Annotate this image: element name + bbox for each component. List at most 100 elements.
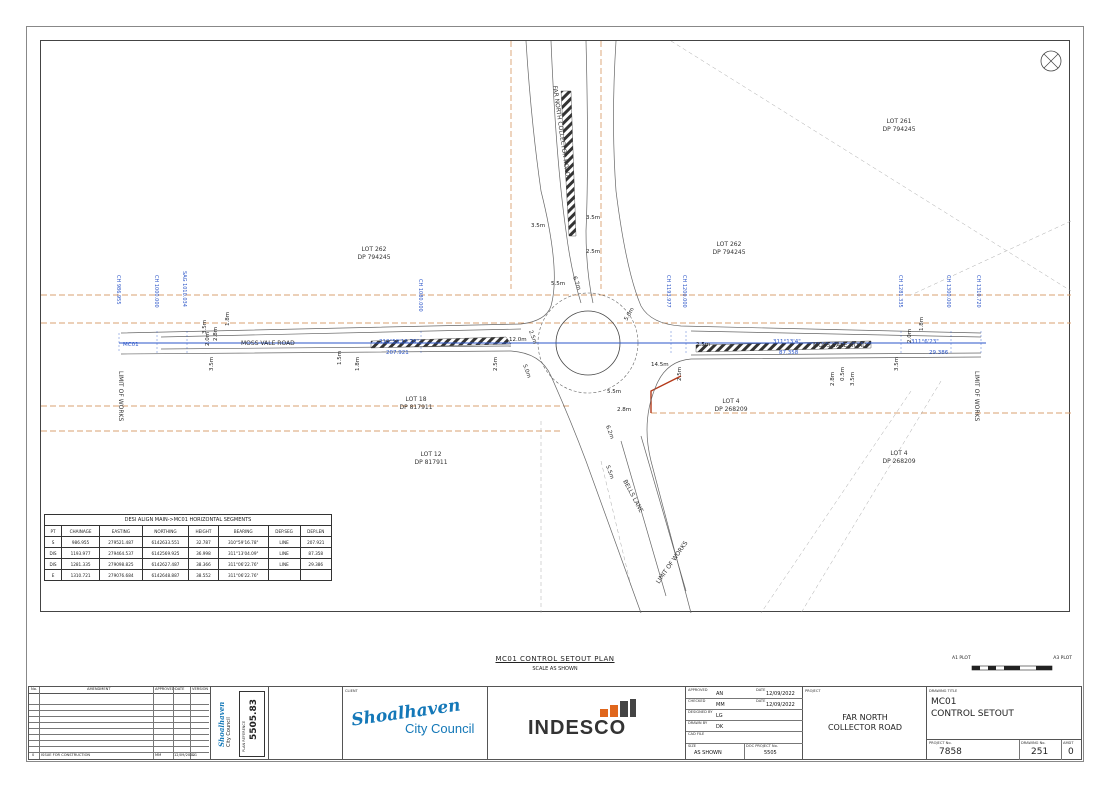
dim-label: 3.5m	[202, 320, 208, 334]
chainage-ticks	[118, 331, 982, 355]
dim-label: 2.8m	[213, 327, 219, 341]
dim-label: 14.5m	[651, 362, 669, 368]
stamp-logo: Shoalhaven City Council	[217, 695, 232, 747]
dim-label: 2.5m	[696, 342, 710, 348]
dim-label: 2.0m	[907, 329, 913, 343]
chainage-label: CH 1281.335	[897, 275, 903, 308]
approved-by: AN	[716, 691, 724, 697]
amend-approved: MM	[155, 753, 162, 757]
table-cell: DIS	[43, 547, 63, 559]
scale-a3-label: A3 PLOT	[1053, 656, 1072, 661]
dim-label: 1.8m	[355, 357, 361, 371]
size-label: SIZE	[688, 744, 697, 748]
drawing-no: 251	[1031, 747, 1049, 757]
lot-label: LOT 261	[887, 118, 912, 125]
lot-label: LOT 4	[722, 398, 739, 405]
table-cell: 6142627.487	[141, 558, 190, 570]
plan-reference-label: PLAN REFERENCE	[242, 720, 246, 752]
amend-header: DATE	[175, 687, 185, 691]
table-header: PT	[43, 525, 63, 537]
dim-label: 3.5m	[586, 215, 600, 221]
plan-reference-box: PLAN REFERENCE 5505.83	[239, 691, 265, 757]
property-boundaries	[41, 41, 1071, 432]
dim-label: 3.5m	[894, 357, 900, 371]
stamp-logo-line2: City Council	[226, 717, 232, 747]
table-cell: 6142569.925	[141, 547, 190, 559]
plan-reference-number: 5505.83	[249, 699, 259, 740]
chainage-label: SAG 1010.034	[181, 271, 187, 307]
lot-label: LOT 12	[420, 451, 441, 458]
table-cell: 6142633.551	[141, 536, 190, 548]
road-name-moss-vale-west: MOSS VALE ROAD	[241, 340, 295, 347]
lot-dp: DP 794245	[882, 126, 915, 133]
cad-file-label: CAD FILE	[688, 732, 705, 736]
median-north-hatch	[560, 90, 577, 237]
amend-date: 12/09/2022	[174, 753, 195, 757]
checked-date-label: DATE	[756, 699, 766, 703]
dim-label: 12.0m	[509, 337, 527, 343]
amend-version: LG	[192, 753, 197, 757]
dim-label: 2.5m	[493, 357, 499, 371]
drawing-title-line2: CONTROL SETOUT	[931, 709, 1014, 719]
dim-label: 1.8m	[919, 317, 925, 331]
alignment-bearing: 310°59'16.78"	[379, 339, 419, 345]
table-cell: 279464.537	[99, 547, 143, 559]
table-cell: 87.358	[299, 547, 332, 559]
chainage-label: CH 1300.000	[945, 275, 951, 308]
dim-label: 5.0m	[521, 364, 531, 379]
drawing-no-label: DRAWING No.	[1021, 741, 1046, 745]
table-cell: 32.787	[188, 536, 219, 548]
table-cell: 36.998	[188, 547, 219, 559]
drawing-sheet	[26, 26, 1084, 762]
alignment-bearing: 311°13'4"	[773, 339, 801, 345]
table-cell: 1310.721	[61, 569, 101, 581]
blank-panel	[269, 687, 343, 759]
lot-label: LOT 262	[362, 246, 387, 253]
alignment-bearing: 311°6'23"	[911, 339, 939, 345]
checked-date: 12/09/2022	[766, 702, 795, 708]
table-cell: LINE	[267, 558, 301, 570]
dim-label: 6.7m	[571, 276, 581, 291]
drawing-title-panel: DRAWING TITLE MC01 CONTROL SETOUT PROJEC…	[927, 687, 1081, 760]
table-header: DEP.LEN	[299, 525, 332, 537]
chainage-label: CH 1200.000	[681, 275, 687, 308]
amend-desc: ISSUE FOR CONSTRUCTION	[41, 753, 91, 757]
designed-by: LG	[716, 713, 723, 719]
dim-label: 1.5m	[337, 351, 343, 365]
lot-dp: DP 794245	[712, 249, 745, 256]
table-header: BEARING	[217, 525, 269, 537]
council-stamp: Shoalhaven City Council PLAN REFERENCE 5…	[211, 687, 269, 759]
table-cell: 311°06'22.76"	[217, 558, 269, 570]
chainage-labels: CH 986.955 CH 1000.000 SAG 1010.034 CH 1…	[115, 271, 981, 312]
median-west-hatch	[370, 336, 512, 349]
drawing-title-line1: MC01	[931, 697, 957, 707]
table-header: HEIGHT	[188, 525, 219, 537]
amdt-label: AMDT	[1063, 741, 1074, 745]
amdt-value: 0	[1068, 747, 1074, 757]
dim-label: 5.5m	[607, 389, 621, 395]
checked-label: CHECKED	[688, 699, 706, 703]
lot-dp: DP 817911	[414, 459, 447, 466]
road-name-bells-lane: BELLS LANE	[621, 479, 644, 514]
drawing-viewport: FAR NORTH COLLECTOR ROAD MOSS VALE ROAD …	[40, 40, 1072, 614]
plan-title-scale: SCALE AS SHOWN	[532, 666, 578, 672]
drawing-title-label: DRAWING TITLE	[929, 689, 958, 693]
chainage-label: CH 1310.720	[975, 275, 981, 308]
table-cell: 279076.684	[99, 569, 143, 581]
lot-dp: DP 268209	[882, 458, 915, 465]
approved-label: APPROVED	[688, 688, 708, 692]
easement-lines	[540, 40, 1072, 614]
chainage-label: CH 1080.000	[417, 279, 423, 312]
lot-dp: DP 794245	[357, 254, 390, 261]
size-value: AS SHOWN	[694, 750, 722, 756]
doc-project-label: DOC PROJECT No.	[746, 744, 778, 748]
table-cell	[267, 569, 301, 581]
kerb-line	[650, 375, 682, 413]
alignment-name: MC01	[123, 342, 139, 348]
alignment-length: 29.386	[929, 350, 949, 356]
dim-label: 2.5m	[527, 330, 537, 345]
stamp-logo-line1: Shoalhaven	[217, 701, 226, 747]
table-header-row: PT CHAINAGE EASTING NORTHING HEIGHT BEAR…	[43, 525, 332, 537]
dim-label: 5.0m	[624, 307, 636, 322]
table-cell: 1193.977	[61, 547, 101, 559]
